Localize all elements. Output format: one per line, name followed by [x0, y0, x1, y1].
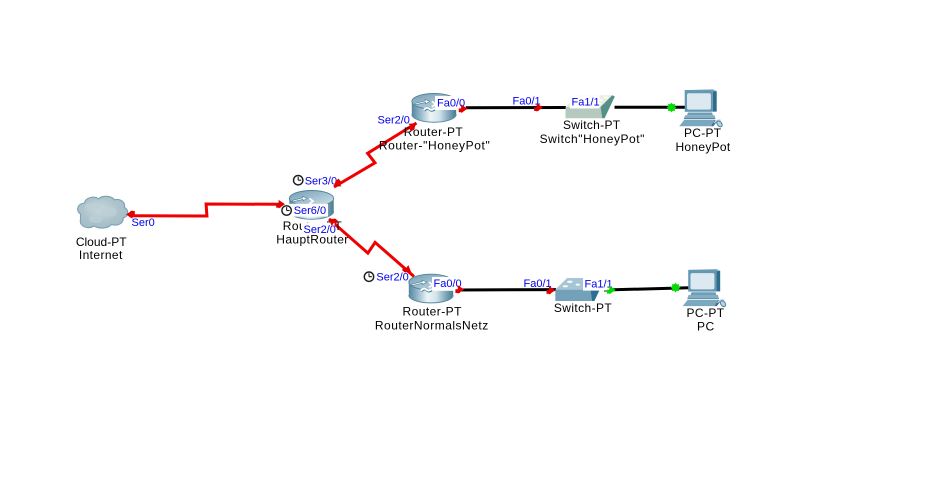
svg-text:Switch"HoneyPot": Switch"HoneyPot"	[540, 132, 645, 146]
svg-text:Fa0/0: Fa0/0	[434, 278, 462, 290]
svg-text:Ser2/0: Ser2/0	[304, 224, 336, 236]
svg-text:Ser6/0: Ser6/0	[294, 205, 326, 217]
svg-text:Fa1/1: Fa1/1	[572, 97, 600, 109]
svg-text:Router-PT: Router-PT	[402, 305, 462, 319]
svg-text:RouterNormalsNetz: RouterNormalsNetz	[375, 319, 489, 333]
svg-text:Fa0/0: Fa0/0	[437, 98, 465, 110]
svg-text:Internet: Internet	[79, 248, 123, 262]
svg-text:Fa1/1: Fa1/1	[585, 279, 613, 291]
svg-text:Switch-PT: Switch-PT	[554, 301, 613, 315]
svg-text:HauptRouter: HauptRouter	[276, 232, 348, 246]
svg-text:PC-PT: PC-PT	[684, 126, 722, 140]
svg-text:Router-"HoneyPot": Router-"HoneyPot"	[379, 139, 490, 153]
svg-text:Router-PT: Router-PT	[404, 125, 464, 139]
svg-text:HoneyPot: HoneyPot	[675, 140, 730, 154]
svg-text:PC: PC	[697, 320, 714, 334]
svg-text:Fa0/1: Fa0/1	[513, 96, 541, 108]
svg-text:Ser2/0: Ser2/0	[376, 272, 408, 284]
svg-text:Ser0: Ser0	[132, 217, 155, 229]
svg-text:Cloud-PT: Cloud-PT	[76, 235, 127, 249]
svg-text:Fa0/1: Fa0/1	[524, 278, 552, 290]
svg-text:Ser3/0: Ser3/0	[305, 175, 337, 187]
svg-text:Ser2/0: Ser2/0	[378, 115, 410, 127]
svg-text:PC-PT: PC-PT	[687, 306, 725, 320]
svg-text:Switch-PT: Switch-PT	[563, 118, 621, 132]
